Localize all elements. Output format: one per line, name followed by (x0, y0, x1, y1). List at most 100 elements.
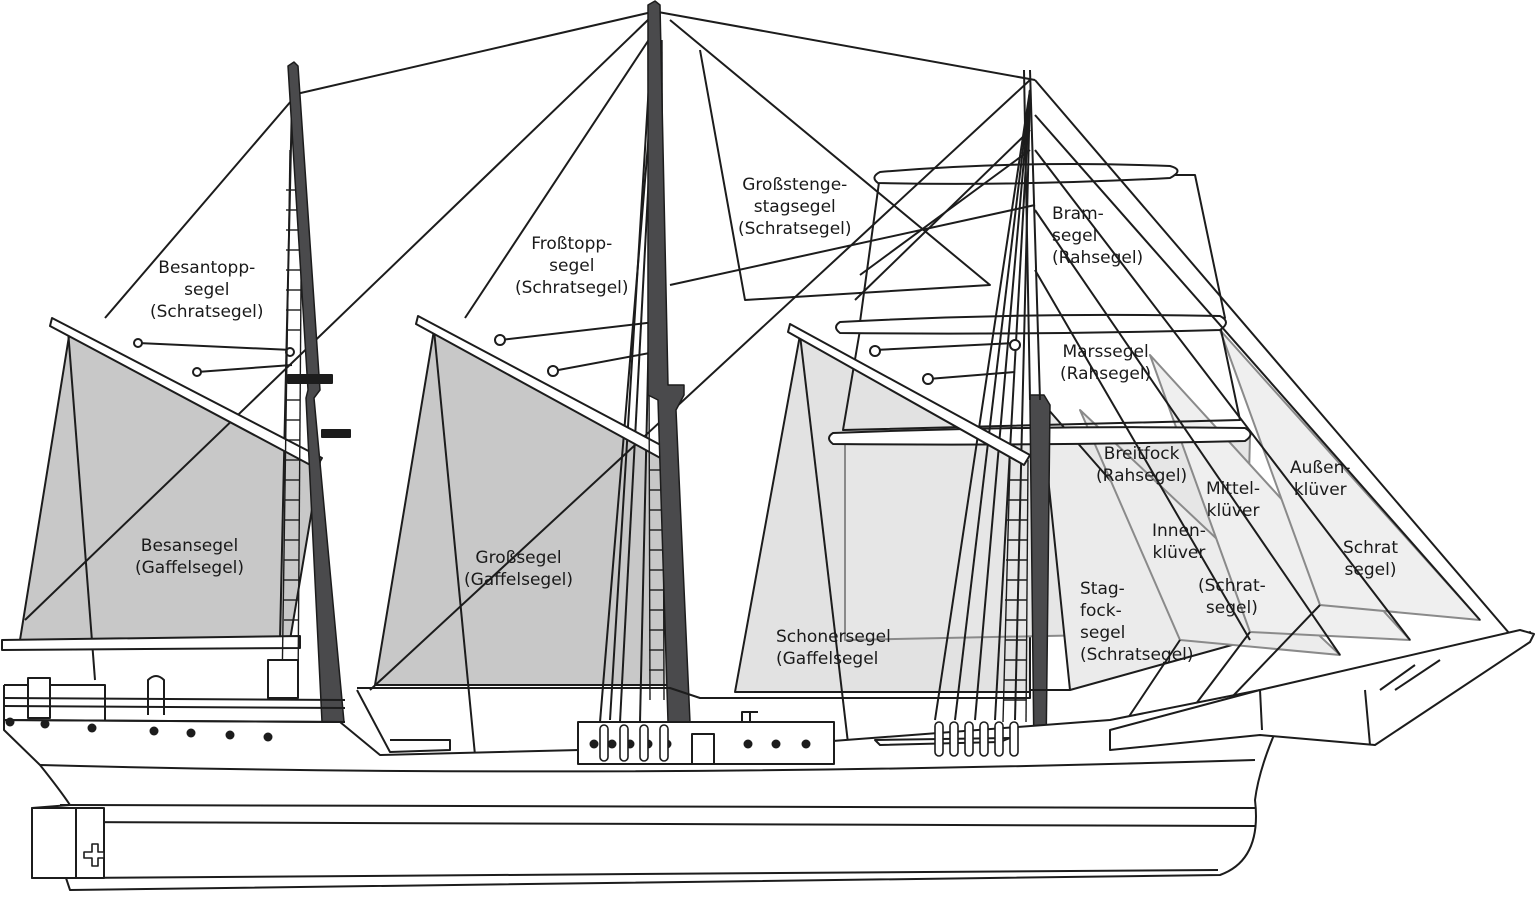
gross-mast (647, 0, 691, 723)
hull-rail (3, 685, 346, 723)
label-line: segel (549, 256, 595, 276)
label-line: segel (184, 280, 230, 300)
door (691, 733, 715, 765)
block (922, 373, 934, 385)
hull-stripe (59, 804, 1256, 809)
fock-topmast (1029, 69, 1041, 401)
label-line: Außen- (1290, 458, 1351, 478)
stay (799, 334, 851, 761)
bramsegel-outline (859, 174, 1226, 323)
block (133, 338, 143, 348)
besan-boom (1, 635, 301, 651)
label-marssegel: Marssegel (Rahsegel) (1060, 341, 1151, 385)
label-schonersegel: Schonersegel (Gaffelsegel (776, 626, 891, 670)
label-line: (Schratsegel) (1080, 645, 1194, 665)
stay (854, 129, 1031, 301)
label-line: (Gaffelsegel) (135, 558, 245, 578)
shroud (1014, 89, 1031, 721)
bowsprit-rig (1259, 689, 1263, 731)
label-line: Großstenge- (742, 175, 848, 195)
label-line: (Gaffelsegel (776, 649, 879, 669)
label-stagfocksegel: Stag- fock- segel (Schratsegel) (1080, 578, 1194, 666)
label-line: (Rahsegel) (1052, 248, 1144, 268)
label-besansegel: Besansegel (Gaffelsegel) (135, 535, 244, 579)
label-innenkluever: Innen- klüver (1152, 520, 1206, 564)
label-line: Bram- (1052, 204, 1104, 224)
rudder (31, 807, 105, 879)
label-line: (Gaffelsegel) (464, 570, 574, 590)
stay (433, 329, 476, 756)
label-line: (Schratsegel) (738, 219, 852, 239)
stay (1034, 149, 1411, 641)
label-line: klüver (1293, 480, 1347, 500)
label-grosssegel: Großsegel (Gaffelsegel) (464, 547, 573, 591)
spreader (196, 364, 293, 373)
label-line: (Schrat- (1198, 576, 1266, 596)
spreader (137, 342, 293, 351)
stay (1034, 209, 1341, 656)
label-line: Stag- (1080, 579, 1125, 599)
label-line: (Schratsegel) (150, 302, 264, 322)
label-schratsegel-mid: (Schrat- segel) (1198, 575, 1266, 619)
stay (369, 79, 1031, 691)
cross-arrow-icon (83, 843, 105, 867)
poop-deck (357, 687, 1070, 699)
label-line: klüver (1152, 543, 1206, 563)
stay (24, 17, 651, 621)
belaying-pins (599, 721, 1019, 762)
label-line: Besansegel (140, 536, 239, 556)
skylight (147, 675, 165, 715)
mast-cap (287, 374, 333, 384)
label-line: Schonersegel (776, 627, 891, 647)
bowsprit-rig (1379, 664, 1416, 691)
mast-cap (321, 429, 351, 438)
label-grossstengestagsegel: Großstenge- stagsegel (Schratsegel) (738, 174, 852, 240)
stay (67, 329, 96, 681)
label-bramsegel: Bram- segel (Rahsegel) (1052, 203, 1143, 269)
shroud (599, 59, 656, 723)
stay (1034, 79, 1516, 641)
label-line: segel (1052, 226, 1098, 246)
shroud (954, 89, 1031, 721)
shroud (934, 89, 1031, 721)
spreader (499, 321, 656, 341)
label-line: (Schratsegel) (515, 278, 629, 298)
bowsprit-rig (1364, 689, 1371, 746)
label-aussenkluever: Außen- klüver (1290, 457, 1350, 501)
label-line: (Rahsegel) (1096, 466, 1188, 486)
stay (1034, 269, 1251, 641)
spreader (552, 351, 656, 372)
block (494, 334, 506, 346)
stay (657, 11, 1036, 81)
spreader (927, 371, 1016, 380)
besan-mast (287, 61, 345, 723)
label-line: Froßtopp- (531, 234, 613, 254)
label-schratsegel-right: Schrat segel) (1343, 537, 1398, 581)
label-line: Breitfock (1103, 444, 1180, 464)
deck-rail (3, 705, 346, 709)
deck-rail (3, 697, 346, 701)
grossstengestagsegel-outline (669, 19, 991, 301)
stay (291, 11, 653, 96)
label-line: Großsegel (475, 548, 562, 568)
waist (356, 689, 451, 753)
bowsprit (1109, 629, 1535, 751)
shroud (994, 89, 1031, 721)
label-line: stagsegel (753, 197, 836, 217)
block (192, 367, 202, 377)
label-line: Innen- (1152, 521, 1206, 541)
keel-line (67, 869, 1219, 879)
block (1009, 339, 1021, 351)
label-mittelkluever: Mittel- klüver (1206, 478, 1260, 522)
poop-deckhouse (4, 684, 106, 720)
label-line: segel) (1205, 598, 1258, 618)
vent (741, 711, 758, 722)
fock-topmast (1023, 69, 1031, 401)
hull-stripe (61, 821, 1256, 827)
block (547, 365, 559, 377)
label-line: Schrat (1343, 538, 1398, 558)
schoner-gaff (787, 323, 1031, 466)
ratlines-fore (1002, 459, 1029, 723)
bowsprit-rig (1394, 659, 1441, 691)
